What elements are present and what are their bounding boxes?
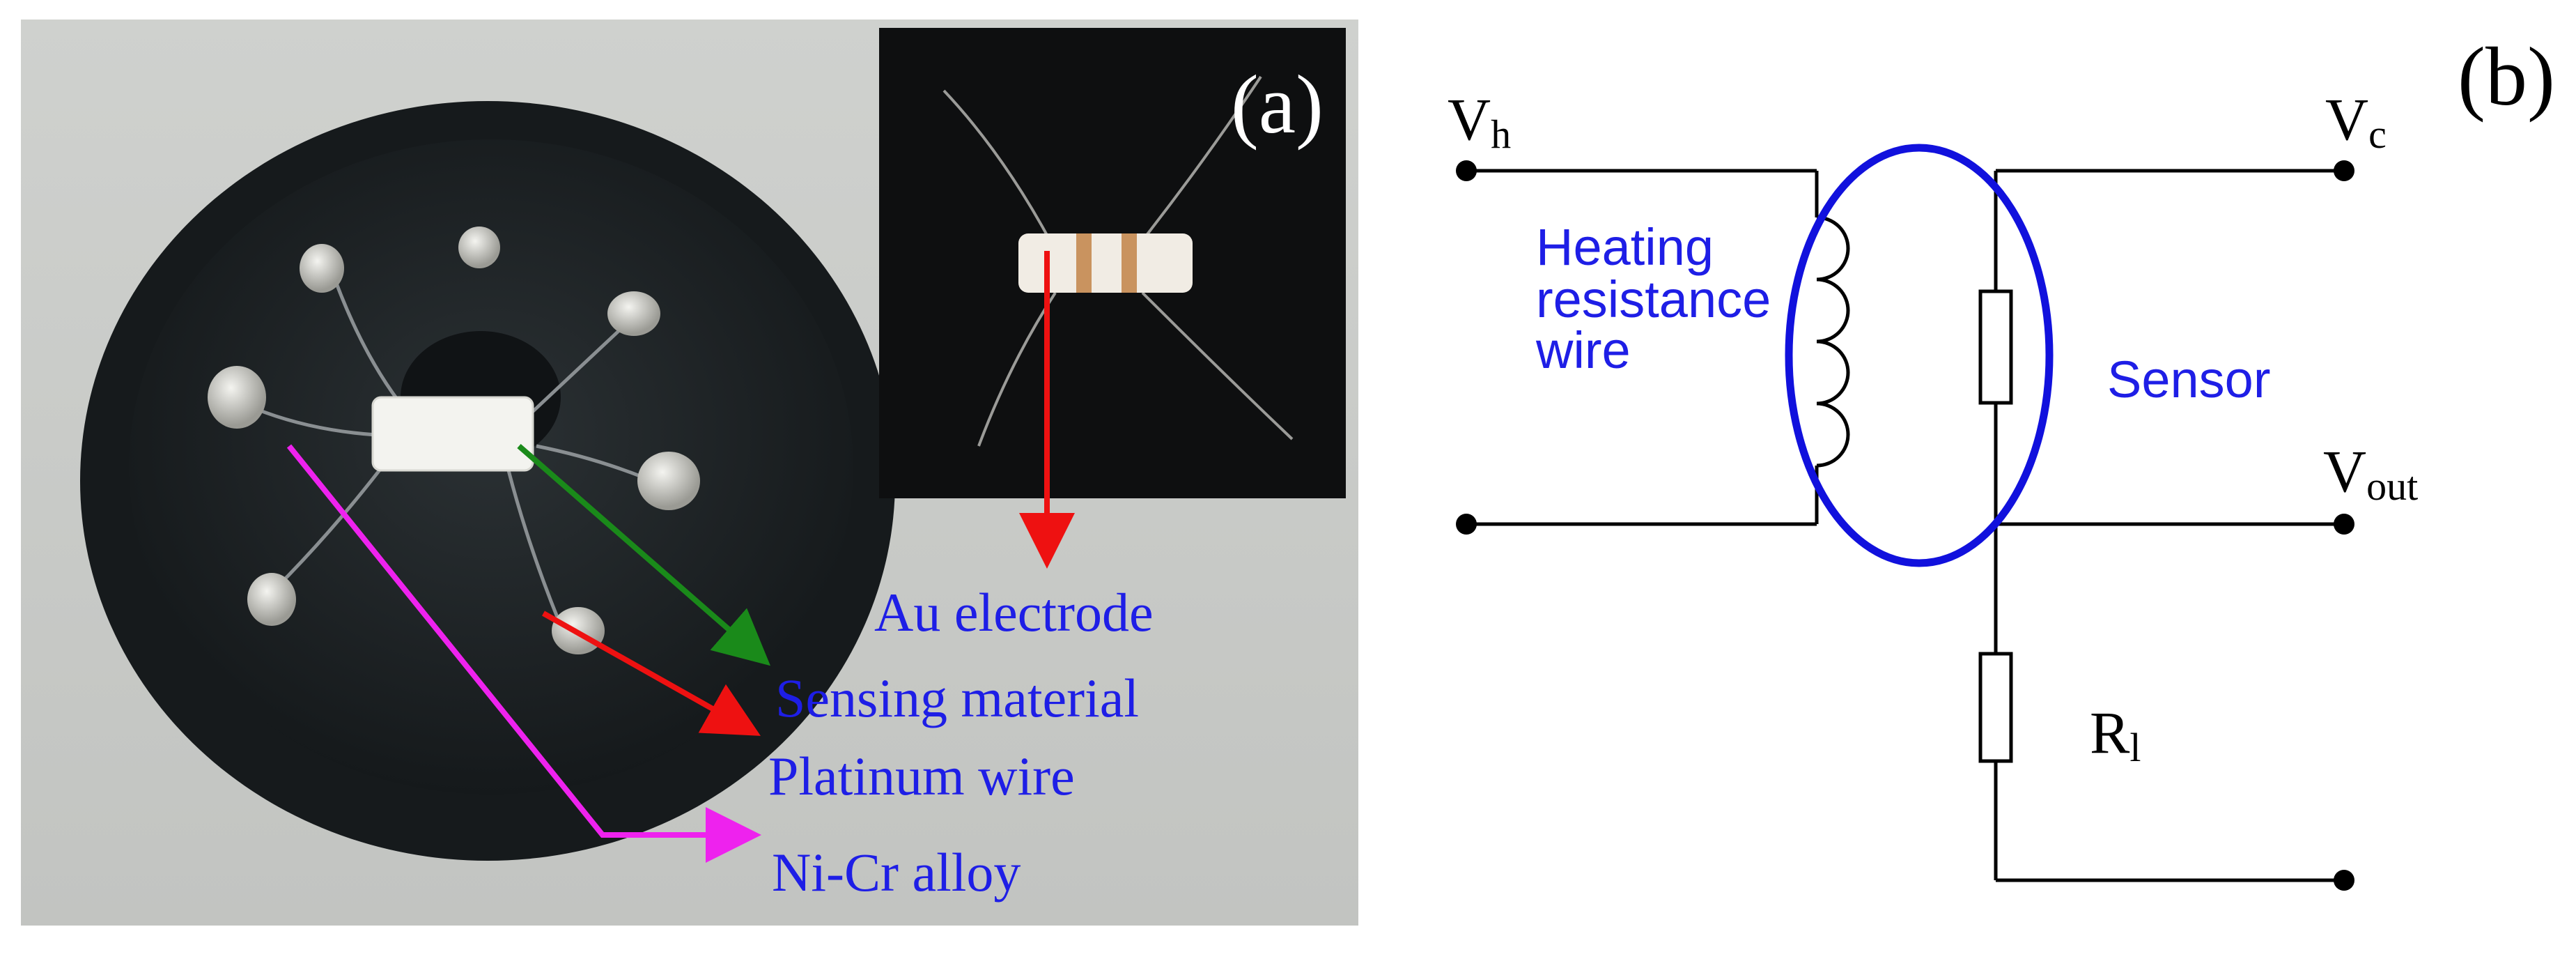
panel-a: (a) Au electrode Sensing material Platin… [21, 20, 1358, 926]
heating-label-line1: Heating [1536, 218, 1714, 276]
pin [607, 291, 660, 336]
heating-coil [1816, 215, 1850, 468]
ceramic-tube [371, 396, 534, 472]
au-electrode-label: Au electrode [874, 582, 1154, 643]
vc-label: Vc [2325, 86, 2387, 157]
inset-electrode-band [1122, 233, 1137, 293]
panel-a-tag: (a) [1231, 58, 1324, 151]
inset-photo: (a) [879, 28, 1346, 498]
platinum-wire-arrow [542, 611, 761, 736]
ni-cr-alloy-label: Ni-Cr alloy [772, 842, 1021, 903]
platinum-wire-label: Platinum wire [768, 746, 1075, 806]
sensor-label: Sensor [2107, 351, 2270, 408]
terminal-vh [1456, 160, 1477, 181]
sensing-material-label: Sensing material [775, 668, 1139, 728]
inset-electrode-band [1076, 233, 1092, 293]
callout-arrows [286, 251, 1075, 863]
pin [300, 244, 344, 293]
rl-label: Rl [2090, 699, 2141, 770]
panel-b: (b) [1448, 30, 2555, 891]
terminal-vh-return [1456, 514, 1477, 535]
sensor-resistor [1978, 289, 2013, 405]
terminal-vc [2334, 160, 2354, 181]
pin [458, 227, 500, 268]
vh-label: Vh [1448, 86, 1511, 157]
panel-b-tag: (b) [2458, 30, 2555, 123]
socket-pins [208, 227, 700, 654]
heating-label-line2: resistance [1536, 270, 1771, 328]
pin [208, 366, 266, 429]
load-resistor [1978, 652, 2013, 763]
vout-label: Vout [2323, 438, 2418, 509]
heating-label-line3: wire [1535, 321, 1631, 379]
inset-tube [1018, 233, 1193, 293]
ni-cr-alloy-arrow [286, 444, 761, 863]
terminal-vout [2334, 514, 2354, 535]
sensing-material-arrow [517, 443, 771, 666]
terminals [1456, 160, 2354, 891]
terminal-ground [2334, 870, 2354, 891]
pin [637, 452, 700, 510]
pin [247, 573, 296, 626]
sensor-element-ellipse [1785, 144, 2054, 567]
